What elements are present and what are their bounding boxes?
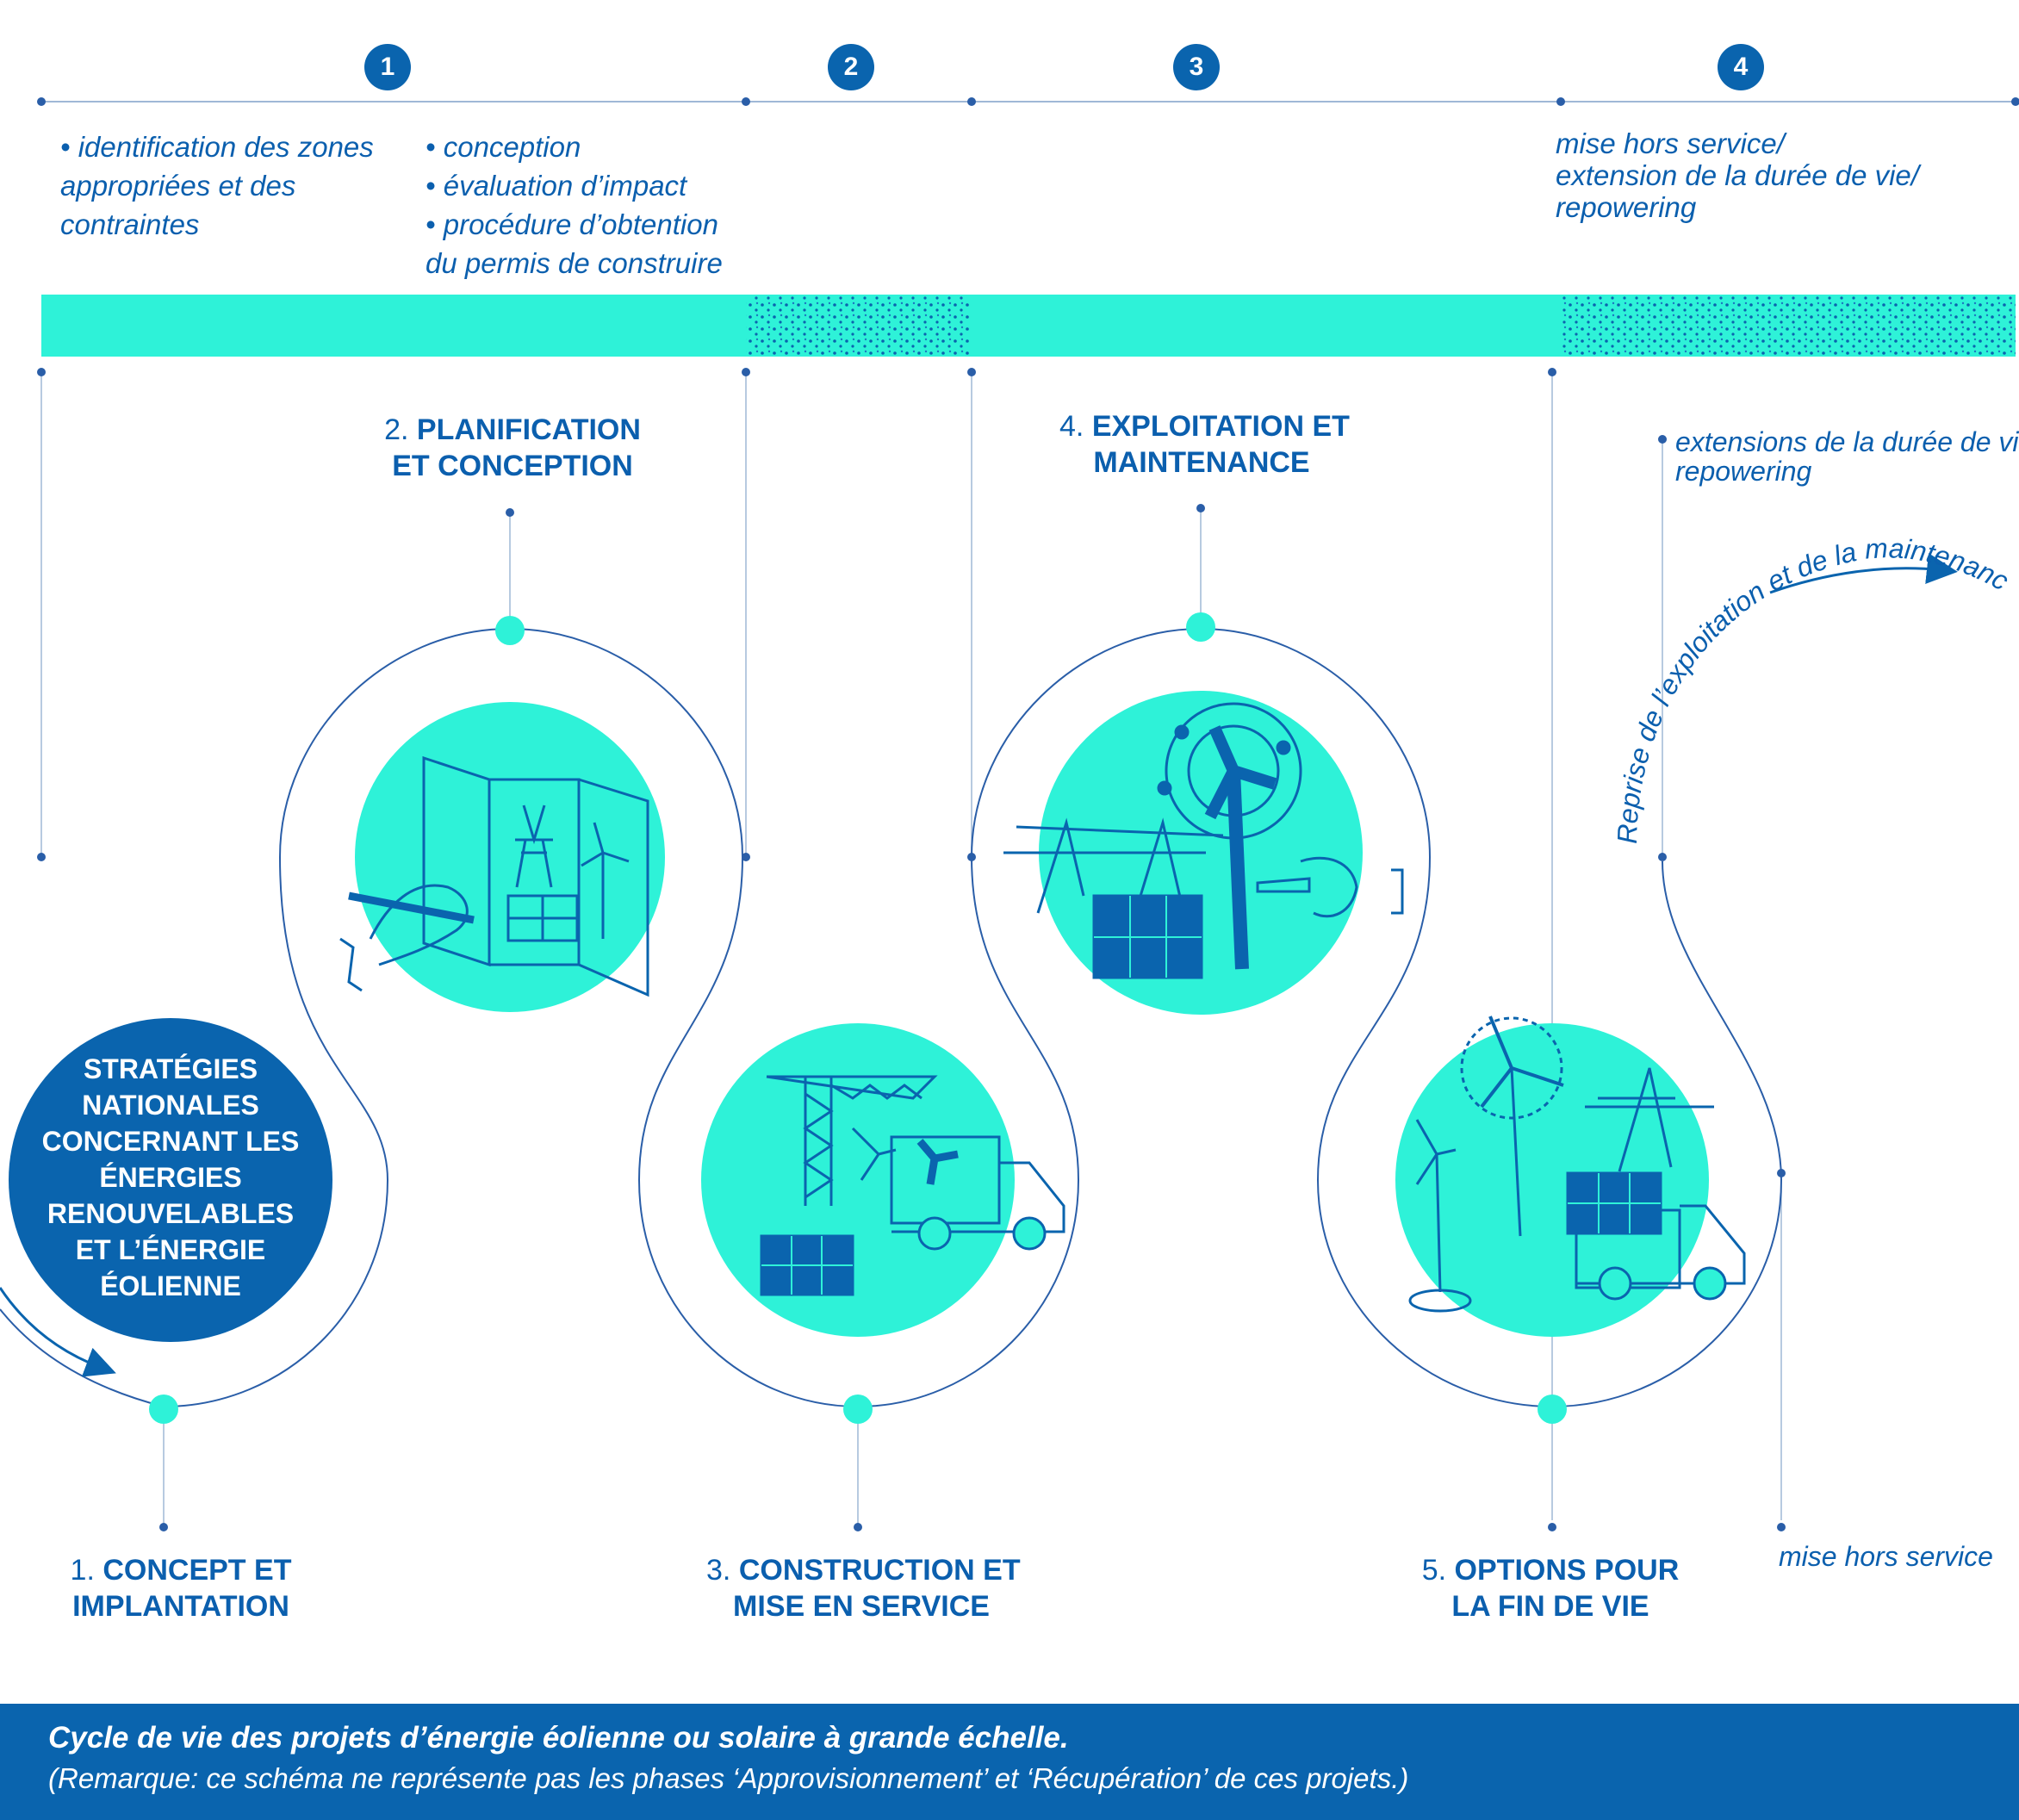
note-line: • procédure d’obtention: [426, 208, 718, 240]
caption-title: Cycle de vie des projets d’énergie éolie…: [48, 1721, 1069, 1755]
note-line: • conception: [426, 131, 581, 163]
guide-lines: [40, 372, 1782, 1525]
stage-number: 2.: [384, 413, 409, 446]
caption-note: (Remarque: ce schéma ne représente pas l…: [48, 1762, 1409, 1794]
strategy-line: STRATÉGIES: [83, 1053, 258, 1084]
note-line: repowering: [1675, 456, 1812, 487]
stage-number: 4.: [1059, 410, 1084, 443]
note-phase4: mise hors service/ extension de la durée…: [1556, 127, 1919, 223]
note-line: repowering: [1556, 191, 1697, 223]
stage-1-label: 1. CONCEPT ET IMPLANTATION: [52, 1552, 310, 1624]
note-line: • identification des zones: [60, 131, 374, 163]
stage-title: IMPLANTATION: [72, 1590, 289, 1623]
note-line: du permis de construire: [426, 247, 723, 279]
strategy-line: CONCERNANT LES: [41, 1126, 300, 1157]
stage-title: ET CONCEPTION: [392, 450, 633, 482]
resume-arc-arrow: [1769, 553, 1958, 594]
strategy-text: STRATÉGIES NATIONALES CONCERNANT LES ÉNE…: [41, 1051, 300, 1304]
strategy-line: ÉOLIENNE: [100, 1270, 241, 1301]
strategy-circle: [9, 1018, 332, 1342]
stage-number: 5.: [1421, 1554, 1447, 1587]
stage-5-label: 5. OPTIONS POUR LA FIN DE VIE: [1413, 1552, 1688, 1624]
stage-title: MISE EN SERVICE: [733, 1590, 990, 1623]
note-line: mise hors service/: [1556, 127, 1785, 159]
strategy-line: ÉNERGIES: [99, 1162, 242, 1193]
stage-title: CONSTRUCTION ET: [738, 1554, 1021, 1587]
stage-number: 1.: [70, 1554, 95, 1587]
note-line: extensions de la durée de vie: [1675, 426, 2019, 457]
stage-4-label: 4. EXPLOITATION ET MAINTENANCE: [1059, 408, 1350, 481]
note-extensions: extensions de la durée de vie repowering: [1675, 427, 2019, 486]
note-line: • évaluation d’impact: [426, 170, 687, 202]
stage-number: 3.: [706, 1554, 731, 1587]
caption-band: [0, 1704, 2019, 1820]
stage-title: EXPLOITATION ET: [1091, 410, 1350, 443]
stage-title: MAINTENANCE: [1093, 446, 1310, 479]
lifecycle-path: [0, 627, 1783, 1408]
phase-band: [41, 295, 2016, 357]
guide-dots: [37, 368, 1786, 1531]
phase-badge-3: 3: [1173, 44, 1220, 90]
strategy-line: RENOUVELABLES: [47, 1198, 295, 1229]
phase-badge-4: 4: [1718, 44, 1764, 90]
start-arrow: [0, 1287, 116, 1377]
stage-3-label: 3. CONSTRUCTION ET MISE EN SERVICE: [706, 1552, 1021, 1624]
note-line: extension de la durée de vie/: [1556, 159, 1919, 191]
stage-title: OPTIONS POUR: [1454, 1554, 1680, 1587]
phase-badge-2: 2: [828, 44, 874, 90]
note-line: contraintes: [60, 208, 200, 240]
strategy-line: NATIONALES: [82, 1090, 259, 1121]
phase-badge-1: 1: [364, 44, 411, 90]
planning-map-icon: [339, 755, 649, 997]
strategy-line: ET L’ÉNERGIE: [75, 1234, 266, 1265]
note-phase1-left: • identification des zones appropriées e…: [60, 127, 374, 244]
note-phase1-right: • conception • évaluation d’impact • pro…: [426, 127, 723, 283]
stage-title: LA FIN DE VIE: [1451, 1590, 1649, 1623]
stage-title: PLANIFICATION: [416, 413, 641, 446]
note-decommission: mise hors service: [1779, 1541, 1993, 1572]
path-nodes: [149, 612, 1567, 1424]
stage-title: CONCEPT ET: [103, 1554, 292, 1587]
stage-2-label: 2. PLANIFICATION ET CONCEPTION: [366, 412, 659, 484]
top-timeline: [37, 97, 2019, 106]
note-line: appropriées et des: [60, 170, 296, 202]
